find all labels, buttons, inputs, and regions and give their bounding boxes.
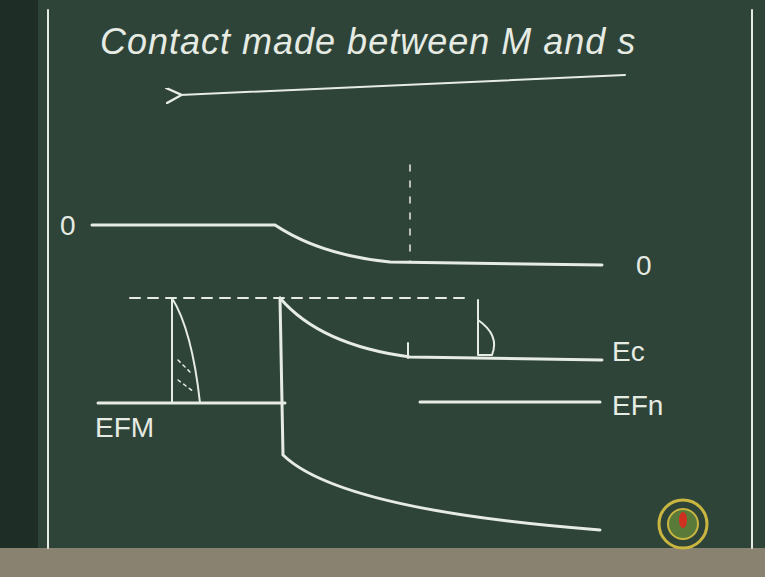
board-title: Contact made between M and s (100, 24, 636, 60)
fermi-level-label: EFM (95, 414, 154, 442)
vacuum-level-label: 0 (60, 212, 76, 240)
conduction-band-label: Ec (612, 338, 645, 366)
vacuum-level-label: 0 (636, 252, 652, 280)
fermi-level-label: EFn (612, 392, 663, 420)
